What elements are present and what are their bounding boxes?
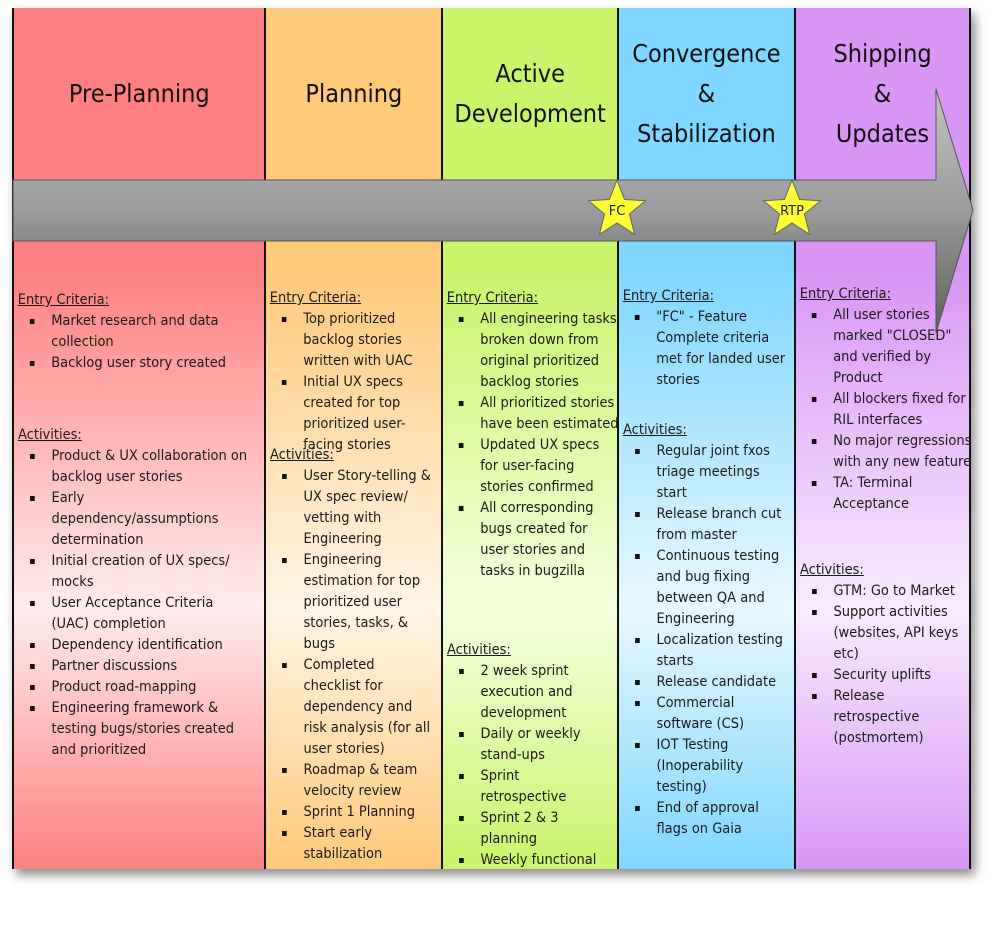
phase-body: Entry Criteria: All user stories marked "… bbox=[796, 270, 969, 869]
entry-criteria-list: "FC" - Feature Complete criteria met for… bbox=[623, 307, 794, 391]
list-item: 2 week sprint execution and development bbox=[447, 661, 609, 724]
activities-heading: Activities: bbox=[800, 562, 864, 578]
phase-header: Planning bbox=[266, 8, 441, 180]
list-item: Top prioritized backlog stories written … bbox=[270, 309, 441, 372]
list-item: Engineering estimation for top prioritiz… bbox=[270, 550, 433, 655]
phase-header: Shipping & Updates bbox=[796, 8, 969, 180]
phase-header: Active Development bbox=[443, 8, 617, 180]
phase-body: Entry Criteria: Top prioritized backlog s… bbox=[266, 270, 441, 869]
list-item: Market research and data collection bbox=[18, 311, 264, 353]
list-item: Initial UX specs created for top priorit… bbox=[270, 372, 441, 456]
list-item: All blockers fixed for RIL interfaces bbox=[800, 389, 969, 431]
list-item: Dependency identification bbox=[18, 635, 251, 656]
list-item: Updated UX specs for user-facing stories… bbox=[447, 435, 617, 498]
phase-title: Planning bbox=[305, 79, 402, 108]
activities-section: Activities: User Story-telling & UX spec … bbox=[270, 445, 433, 865]
list-item: Roadmap & team velocity review bbox=[270, 760, 433, 802]
list-item: No major regressions with any new featur… bbox=[800, 431, 969, 473]
list-item: Sprint 1 Planning bbox=[270, 802, 433, 823]
entry-criteria-heading: Entry Criteria: bbox=[446, 290, 539, 306]
list-item: Engineering framework & testing bugs/sto… bbox=[18, 698, 251, 761]
list-item: Localization testing starts bbox=[623, 630, 786, 672]
list-item: Product road-mapping bbox=[18, 677, 251, 698]
list-item: Sprint retrospective bbox=[447, 766, 609, 808]
milestone-star-fc bbox=[587, 178, 647, 236]
phase-title: Pre-Planning bbox=[68, 79, 210, 108]
list-item: Weekly functional team triage bbox=[447, 850, 609, 869]
entry-criteria-heading: Entry Criteria: bbox=[622, 288, 715, 304]
milestone-star-rtp bbox=[762, 178, 822, 236]
phase-title: Active Development bbox=[454, 59, 606, 128]
entry-criteria-list: Top prioritized backlog stories written … bbox=[270, 309, 441, 456]
activities-section: Activities: Regular joint fxos triage mee… bbox=[623, 420, 786, 840]
list-item: Completed checklist for dependency and r… bbox=[270, 655, 433, 760]
activities-list: Regular joint fxos triage meetings start… bbox=[623, 441, 786, 840]
list-item: "FC" - Feature Complete criteria met for… bbox=[623, 307, 794, 391]
list-item: User Acceptance Criteria (UAC) completio… bbox=[18, 593, 251, 635]
phase-body: Entry Criteria: "FC" - Feature Complete c… bbox=[619, 270, 794, 869]
phase-title: Convergence & Stabilization bbox=[632, 39, 781, 148]
list-item: Security uplifts bbox=[800, 665, 961, 686]
phase-title: Shipping & Updates bbox=[833, 39, 932, 148]
list-item: All prioritized stories have been estima… bbox=[447, 393, 617, 435]
list-item: Initial creation of UX specs/ mocks bbox=[18, 551, 251, 593]
list-item: Early dependency/assumptions determinati… bbox=[18, 488, 251, 551]
list-item: Start early stabilization bbox=[270, 823, 433, 865]
list-item: User Story-telling & UX spec review/ vet… bbox=[270, 466, 433, 550]
list-item: Partner discussions bbox=[18, 656, 251, 677]
activities-section: Activities: Product & UX collaboration on… bbox=[18, 425, 251, 761]
list-item: Release retrospective (postmortem) bbox=[800, 686, 961, 749]
phase-header: Pre-Planning bbox=[14, 8, 264, 180]
list-item: Daily or weekly stand-ups bbox=[447, 724, 609, 766]
list-item: Sprint 2 & 3 planning bbox=[447, 808, 609, 850]
list-item: TA: Terminal Acceptance bbox=[800, 473, 969, 515]
milestone-label-fc: FC bbox=[609, 204, 626, 219]
activities-heading: Activities: bbox=[447, 642, 511, 658]
list-item: Release branch cut from master bbox=[623, 504, 786, 546]
list-item: Commercial software (CS) bbox=[623, 693, 786, 735]
list-item: Product & UX collaboration on backlog us… bbox=[18, 446, 251, 488]
list-item: All user stories marked "CLOSED" and ver… bbox=[800, 305, 969, 389]
list-item: Support activities (websites, API keys e… bbox=[800, 602, 961, 665]
activities-list: Product & UX collaboration on backlog us… bbox=[18, 446, 251, 761]
phase-body: Entry Criteria: All engineering tasks bro… bbox=[443, 270, 617, 869]
activities-section: Activities: 2 week sprint execution and d… bbox=[447, 640, 609, 869]
list-item: IOT Testing (Inoperability testing) bbox=[623, 735, 786, 798]
activities-heading: Activities: bbox=[18, 427, 82, 443]
entry-criteria-heading: Entry Criteria: bbox=[269, 290, 362, 306]
timeline-arrow bbox=[12, 88, 974, 334]
phase-header: Convergence & Stabilization bbox=[619, 8, 794, 180]
list-item: All engineering tasks broken down from o… bbox=[447, 309, 617, 393]
activities-heading: Activities: bbox=[623, 422, 687, 438]
list-item: Regular joint fxos triage meetings start bbox=[623, 441, 786, 504]
list-item: All corresponding bugs created for user … bbox=[447, 498, 617, 582]
entry-criteria-list: All user stories marked "CLOSED" and ver… bbox=[800, 305, 969, 515]
list-item: Release candidate bbox=[623, 672, 786, 693]
entry-criteria-heading: Entry Criteria: bbox=[799, 286, 892, 302]
phase-body: Entry Criteria: Market research and data … bbox=[14, 270, 264, 869]
list-item: Backlog user story created bbox=[18, 353, 264, 374]
milestone-label-rtp: RTP bbox=[780, 204, 804, 219]
list-item: GTM: Go to Market bbox=[800, 581, 961, 602]
entry-criteria-list: All engineering tasks broken down from o… bbox=[447, 309, 617, 582]
list-item: Continuous testing and bug fixing betwee… bbox=[623, 546, 786, 630]
activities-heading: Activities: bbox=[270, 447, 334, 463]
list-item: End of approval flags on Gaia bbox=[623, 798, 786, 840]
entry-criteria-heading: Entry Criteria: bbox=[17, 292, 110, 308]
milestone-stars: FC RTP bbox=[587, 178, 822, 236]
activities-list: User Story-telling & UX spec review/ vet… bbox=[270, 466, 433, 865]
